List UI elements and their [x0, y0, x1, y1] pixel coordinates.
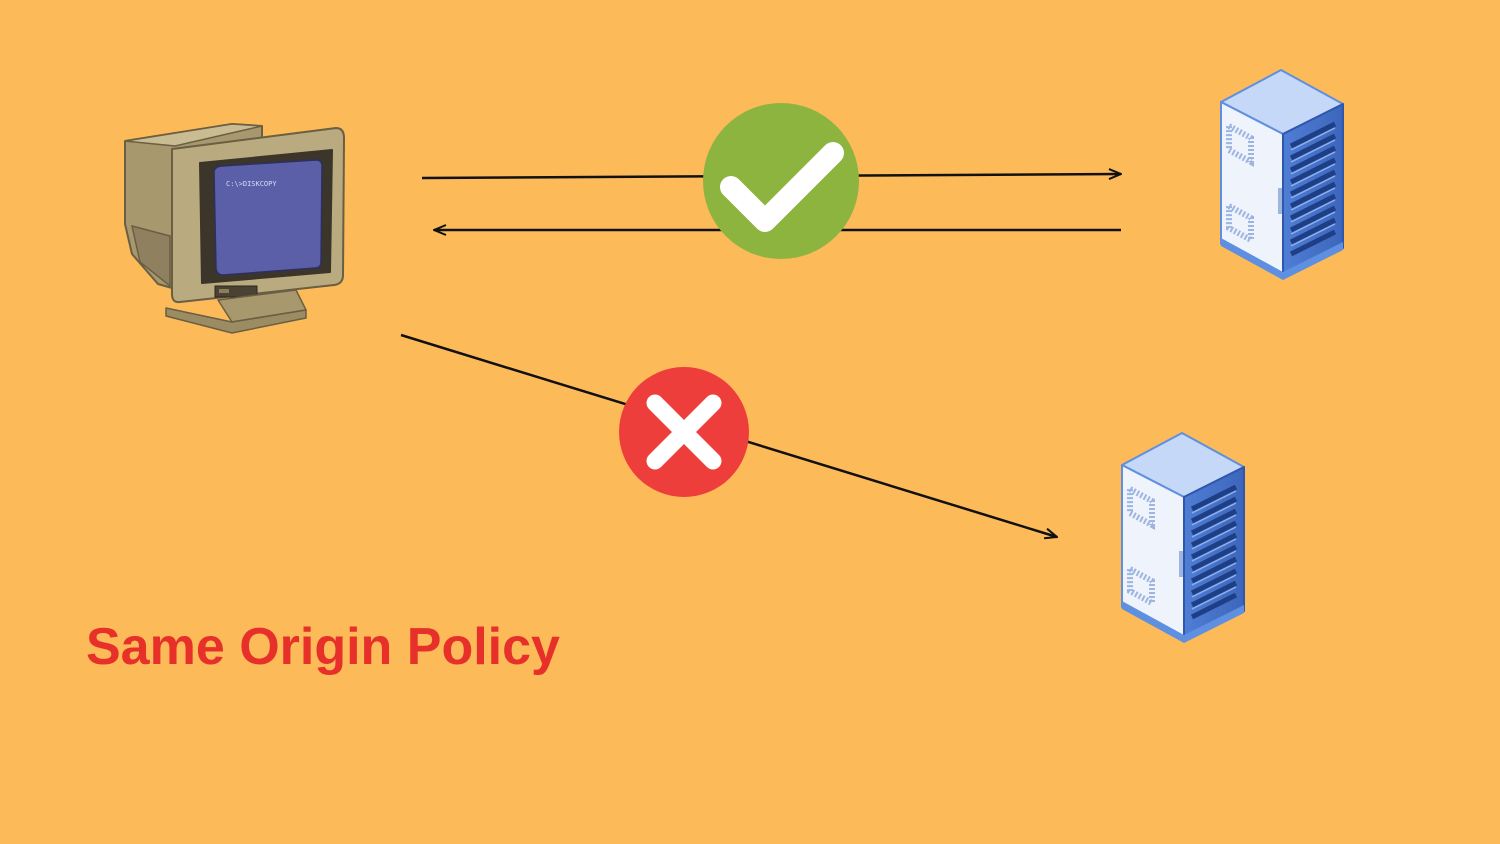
server-rack-icon	[1122, 433, 1244, 643]
diagram-title: Same Origin Policy	[86, 614, 560, 680]
monitor-screen-text: C:\>DISKCOPY	[226, 180, 277, 188]
cross-icon	[619, 367, 749, 497]
check-icon	[703, 103, 859, 259]
server-rack-icon	[1221, 70, 1343, 280]
